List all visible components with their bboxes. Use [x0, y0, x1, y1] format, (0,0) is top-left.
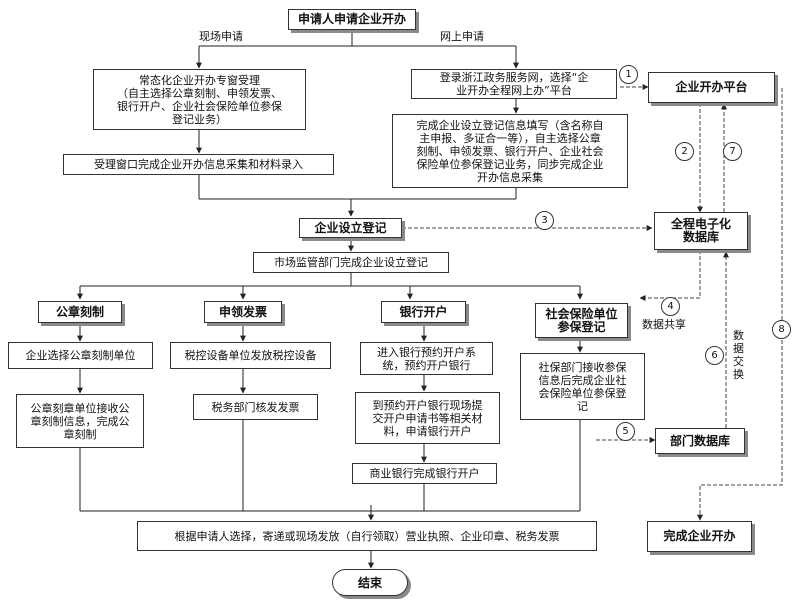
onsite-label: 现场申请 [199, 30, 243, 43]
step-number-7: 7 [723, 142, 742, 161]
data-exchange-label: 数 据 交 换 [733, 329, 744, 381]
step-number-4: 4 [661, 297, 680, 316]
invoice-step2-box: 税务部门核发发票 [193, 394, 318, 420]
bank-step3-box: 商业银行完成银行开户 [352, 463, 497, 484]
window-collect-box: 受理窗口完成企业开办信息采集和材料录入 [63, 154, 334, 175]
seal-step1-box: 企业选择公章刻制单位 [8, 342, 153, 369]
database-box: 全程电子化 数据库 [654, 212, 748, 250]
social-step1-box: 社保部门接收参保 信息后完成企业社 会保险单位参保登 记 [520, 353, 645, 420]
data-share-label: 数据共享 [642, 318, 686, 331]
login-box: 登录浙江政务服务网，选择“企 业开办全程网上办”平台 [411, 69, 617, 99]
end-terminal: 结束 [332, 569, 408, 596]
title-box: 申请人申请企业开办 [288, 9, 416, 30]
seal-step2-box: 公章刻章单位接收公 章刻制信息，完成公 章刻制 [16, 394, 144, 448]
bank-title-box: 银行开户 [381, 301, 466, 323]
social-title-box: 社会保险单位 参保登记 [535, 303, 628, 338]
invoice-title-box: 申领发票 [204, 301, 282, 323]
special-window-box: 常态化企业开办专窗受理 （自主选择公章刻制、申领发票、 银行开户、企业社会保险单… [93, 69, 306, 130]
seal-title-box: 公章刻制 [38, 301, 122, 323]
platform-box: 企业开办平台 [648, 72, 775, 103]
dept-db-box: 部门数据库 [655, 428, 745, 454]
bank-step1-box: 进入银行预约开户系 统，预约开户银行 [360, 342, 493, 375]
step-number-2: 2 [675, 142, 694, 161]
final-step-box: 根据申请人选择，寄递或现场发放（自行领取）营业执照、企业印章、税务发票 [137, 521, 597, 551]
online-label: 网上申请 [440, 30, 484, 43]
fill-info-box: 完成企业设立登记信息填写（含名称自 主申报、多证合一等），自主选择公章 刻制、申… [392, 114, 628, 188]
step-number-5: 5 [616, 422, 635, 441]
step-number-1: 1 [619, 65, 638, 84]
complete-box: 完成企业开办 [647, 521, 752, 552]
bank-step2-box: 到预约开户银行现场提 交开户申请书等相关材 料，申请银行开户 [355, 392, 500, 444]
registration-box: 企业设立登记 [299, 218, 402, 238]
market-dept-box: 市场监管部门完成企业设立登记 [253, 252, 449, 273]
step-number-6: 6 [705, 346, 724, 365]
step-number-3: 3 [535, 211, 554, 230]
invoice-step1-box: 税控设备单位发放税控设备 [170, 342, 331, 369]
step-number-8: 8 [772, 320, 791, 339]
